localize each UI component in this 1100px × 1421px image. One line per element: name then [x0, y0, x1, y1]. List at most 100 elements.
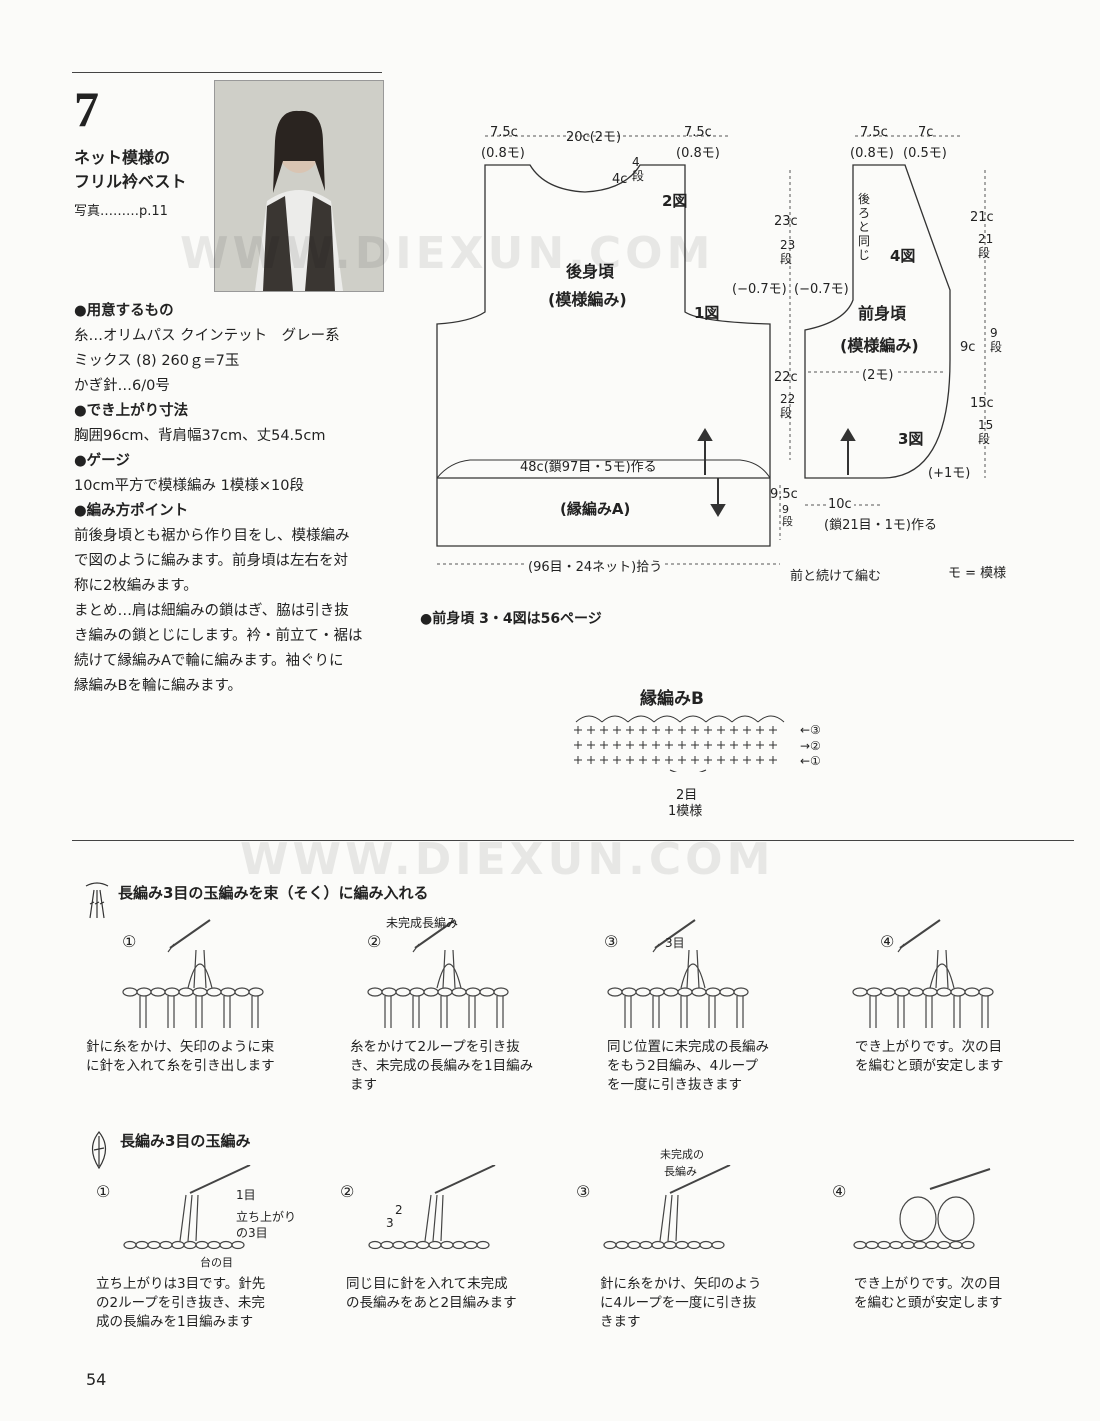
points-line3: 称に2枚編みます。	[74, 578, 198, 594]
model-photo	[214, 80, 384, 292]
yarn-line1: 糸…オリムパス クインテット グレー系	[74, 328, 340, 344]
front-bottom-sub: (鎖21目・1モ)作る	[824, 518, 937, 533]
border-rows: 9段	[782, 503, 793, 528]
front-rows-2: 9段	[990, 326, 1003, 354]
fig1-label: 1図	[694, 304, 720, 322]
back-top-right-sub: (0.8モ)	[676, 146, 720, 161]
finish-line4: 縁編みBを輪に編みます。	[74, 678, 242, 694]
front-rows-3: 15段	[978, 418, 994, 446]
front-height-3: 15c	[970, 396, 994, 411]
finish-line1: まとめ…肩は細編みの鎖はぎ、脇は引き抜	[74, 603, 349, 619]
t2-step2-l1: 2	[395, 1203, 403, 1217]
gauge-text: 10cm平方で模様編み 1模様×10段	[74, 478, 304, 494]
edging-row3: ←③	[800, 723, 821, 737]
back-body-title: 後身頃	[566, 262, 615, 281]
t1-step1-caption: 針に糸をかけ、矢印のように束 に針を入れて糸を引き出します	[86, 1038, 275, 1076]
armhole-dec-right: (−0.7モ)	[794, 282, 849, 297]
finish-line2: き編みの鎖とじにします。衿・前立て・裾は	[74, 628, 363, 644]
back-top-left-width: 7.5c	[490, 125, 518, 140]
t1-step4-caption: でき上がりです。次の目 を編むと頭が安定します	[855, 1038, 1004, 1076]
t2-step2-cap2: の長編みをあと2目編みます	[346, 1295, 517, 1311]
t2-step4-caption: でき上がりです。次の目 を編むと頭が安定します	[854, 1275, 1003, 1313]
edging-repeat: 1模様	[668, 804, 703, 819]
technique1-illustrations	[122, 919, 994, 1028]
points-line1: 前後身頃とも裾から作り目をし、模様編み	[74, 528, 350, 544]
top-rule	[72, 72, 382, 73]
back-body-subtitle: (模様編み)	[548, 290, 627, 309]
t1-step4-cap2: を編むと頭が安定します	[855, 1058, 1004, 1074]
watermark-top: WWW.DIEXUN.COM	[180, 228, 715, 279]
front-height-1: 21c	[970, 210, 994, 225]
t2-step3-cap2: に4ループを一度に引き抜	[600, 1295, 757, 1311]
page-number: 54	[86, 1370, 107, 1389]
fig3-label: 3図	[898, 430, 924, 448]
t1-step3-label: 3目	[665, 936, 685, 950]
back-neck-depth: 4c	[612, 172, 628, 187]
border-height: 9.5c	[770, 487, 798, 502]
t2-step4-cap1: でき上がりです。次の目	[854, 1276, 1002, 1292]
t2-step1-l2: 立ち上がり	[236, 1210, 297, 1224]
edging-stitch-count: 2目	[676, 788, 698, 803]
back-top-right-width: 7.5c	[684, 125, 712, 140]
back-top-mid-width: 20c(2モ)	[566, 130, 622, 145]
t1-step3-caption: 同じ位置に未完成の長編み をもう2目編み、4ループ を一度に引き抜きます	[607, 1038, 769, 1095]
finished-size: 胸囲96cm、背肩幅37cm、丈54.5cm	[74, 428, 326, 444]
legend-mo: モ = 模様	[948, 566, 1007, 581]
t2-step1-num: ①	[96, 1182, 111, 1201]
points-heading: ●編み方ポイント	[74, 503, 189, 519]
technique2-icon	[91, 1131, 107, 1170]
yarn-line2: ミックス (8) 260ｇ=7玉	[74, 353, 240, 369]
schematic-diagram	[436, 135, 986, 565]
t1-step1-num: ①	[122, 932, 137, 951]
t2-step3-num: ③	[576, 1182, 591, 1201]
section-divider	[72, 840, 1074, 841]
t2-step1-l1: 1目	[236, 1188, 256, 1202]
finish-line3: 続けて縁編みAで輪に編みます。袖ぐりに	[74, 653, 344, 669]
back-upper-height: 23c	[774, 214, 798, 229]
t1-step2-cap1: 糸をかけて2ループを引き抜	[350, 1039, 520, 1055]
back-upper-rows: 23段	[780, 238, 796, 266]
t2-step1-caption: 立ち上がりは3目です。針先 の2ループを引き抜き、未完 成の長編みを1目編みます	[96, 1275, 265, 1332]
back-top-left-sub: (0.8モ)	[481, 146, 525, 161]
front-top-right-sub: (0.5モ)	[903, 146, 947, 161]
border-pickup: (96目・24ネット)拾う	[525, 556, 666, 575]
pattern-title-line2: フリル衿ベスト	[74, 172, 187, 191]
front-mid-width: (2モ)	[860, 364, 896, 383]
points-line2: で図のように編みます。前身頃は左右を対	[74, 553, 349, 569]
t2-step2-num: ②	[340, 1182, 355, 1201]
edging-b-chart	[574, 715, 785, 772]
back-cast-on: 48c(鎖97目・5モ)作る	[520, 460, 657, 475]
t2-step4-num: ④	[832, 1182, 847, 1201]
t1-step2-cap3: ます	[350, 1077, 377, 1093]
t1-step3-cap1: 同じ位置に未完成の長編み	[607, 1039, 769, 1055]
hook-size: かぎ針…6/0号	[74, 378, 170, 394]
back-neck-rows: 4段	[632, 155, 645, 183]
front-rows-1: 21段	[978, 232, 994, 260]
front-top-left-sub: (0.8モ)	[850, 146, 894, 161]
t1-step2-num: ②	[367, 932, 382, 951]
technique2-title: 長編み3目の玉編み	[120, 1132, 251, 1150]
photo-reference: 写真………p.11	[74, 204, 168, 219]
t2-step4-cap2: を編むと頭が安定します	[854, 1295, 1003, 1311]
size-heading: ●でき上がり寸法	[74, 403, 189, 419]
technique1-icon	[85, 882, 109, 919]
t2-step3-caption: 針に糸をかけ、矢印のよう に4ループを一度に引き抜 きます	[600, 1275, 761, 1332]
t2-step2-cap1: 同じ目に針を入れて未完成	[346, 1276, 508, 1292]
t2-step1-l3: の3目	[236, 1226, 268, 1240]
front-top-left-width: 7.5c	[860, 125, 888, 140]
front-body-title: 前身頃	[858, 304, 907, 323]
edging-row2: →②	[800, 739, 821, 753]
gauge-heading: ●ゲージ	[74, 453, 130, 469]
t2-step3-l1: 未完成の	[660, 1148, 704, 1161]
t1-step2-caption: 糸をかけて2ループを引き抜 き、未完成の長編みを1目編み ます	[350, 1038, 533, 1095]
t1-step2-label: 未完成長編み	[386, 916, 459, 930]
front-plus: (+1モ)	[928, 466, 971, 481]
border-a-label: (縁編みA)	[560, 500, 631, 518]
same-as-back: 後ろと同じ	[858, 192, 871, 262]
edging-b-title: 縁編みB	[640, 689, 704, 709]
t1-step3-num: ③	[604, 932, 619, 951]
t1-step3-cap2: をもう2目編み、4ループ	[607, 1058, 758, 1074]
materials-block: ●用意するもの 糸…オリムパス クインテット グレー系 ミックス (8) 260…	[74, 299, 394, 699]
t1-step1-cap2: に針を入れて糸を引き出します	[86, 1058, 275, 1074]
continue-with-front: 前と続けて編む	[790, 569, 882, 584]
